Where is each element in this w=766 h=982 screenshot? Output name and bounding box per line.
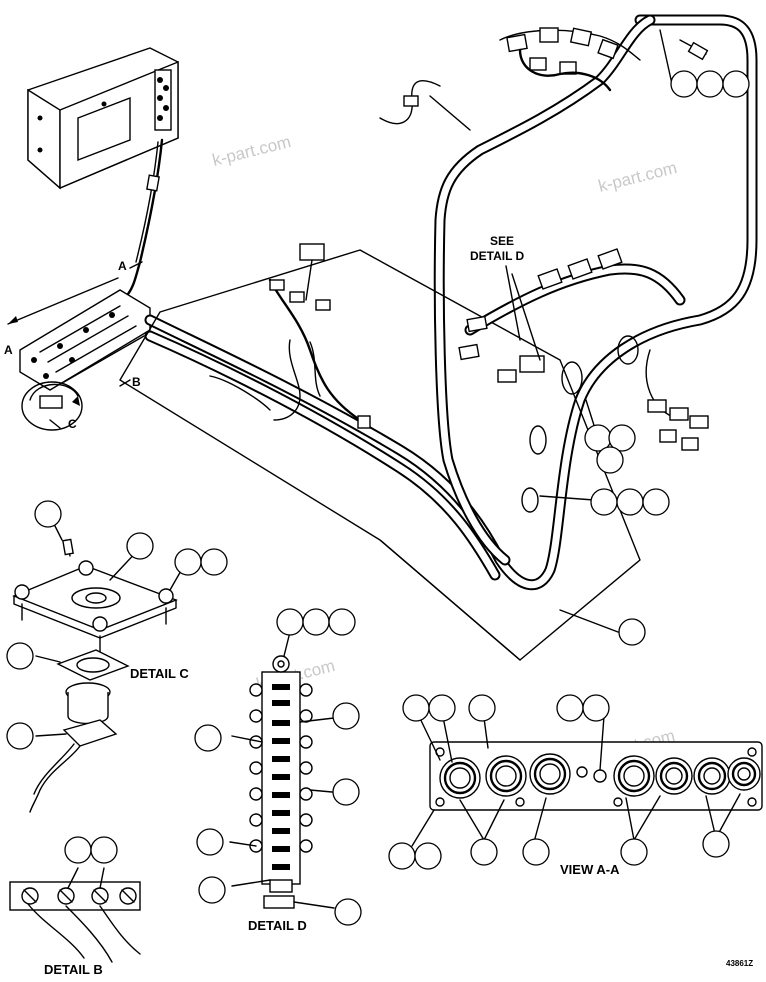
callout-bubble (334, 898, 362, 926)
callout-bubble (200, 548, 228, 576)
watermark: k-part.com (210, 132, 293, 170)
callout-bubble (702, 830, 730, 858)
callout-bubble (6, 642, 34, 670)
callout-bubble (642, 488, 670, 516)
callout-bubble (522, 838, 550, 866)
detail-c: DETAIL C (12, 511, 189, 813)
callout-bubble (126, 532, 154, 560)
callout-bubble (34, 500, 62, 528)
see-detail-d-line2: DETAIL D (470, 249, 525, 263)
callout-bubble (194, 724, 222, 752)
callout-bubble (470, 838, 498, 866)
watermark: k-part.com (596, 158, 679, 196)
callout-bubble (696, 70, 724, 98)
detail-b: DETAIL B (9, 867, 141, 977)
callout-bubble (302, 608, 330, 636)
see-detail-d-line1: SEE (490, 234, 514, 248)
callout-bubble (670, 70, 698, 98)
callout-bubble (596, 446, 624, 474)
callout-bubble (428, 694, 456, 722)
figure-number: 43861Z (726, 959, 753, 968)
detail-d-label: DETAIL D (248, 918, 307, 933)
callout-bubble (196, 828, 224, 856)
middle-connector-cluster (458, 248, 709, 451)
view-a-a: VIEW A-A (411, 709, 763, 877)
callout-bubbles (6, 70, 750, 926)
callout-bubble (332, 702, 360, 730)
display-module (27, 47, 179, 190)
connector-block-a (19, 289, 151, 391)
main-harness-assembly: A A B C SEE DETAIL D (4, 14, 758, 661)
callout-bubble (608, 424, 636, 452)
callout-bubble (468, 694, 496, 722)
callout-bubble (414, 842, 442, 870)
callout-bubble (616, 488, 644, 516)
section-a-left-label: A (4, 343, 13, 357)
callout-bubble (620, 838, 648, 866)
top-connector-cluster (499, 27, 709, 92)
callout-bubble (618, 618, 646, 646)
section-a-top-label: A (118, 259, 127, 273)
callout-bubble (722, 70, 750, 98)
callout-bubble (90, 836, 118, 864)
callout-bubble (582, 694, 610, 722)
detail-b-label: DETAIL B (44, 962, 103, 977)
callout-bubble (402, 694, 430, 722)
detail-d: DETAIL D (229, 631, 335, 933)
callout-bubble (198, 876, 226, 904)
view-aa-label: VIEW A-A (560, 862, 620, 877)
callout-bubble (276, 608, 304, 636)
callout-bubble (388, 842, 416, 870)
callout-bubble (6, 722, 34, 750)
callout-bubble (556, 694, 584, 722)
view-b-label: B (132, 375, 141, 389)
detail-c-label: DETAIL C (130, 666, 189, 681)
callout-bubble (64, 836, 92, 864)
callout-bubble (328, 608, 356, 636)
callout-bubble (332, 778, 360, 806)
view-c-label: C (68, 417, 77, 431)
callout-bubble (590, 488, 618, 516)
callout-bubble (174, 548, 202, 576)
